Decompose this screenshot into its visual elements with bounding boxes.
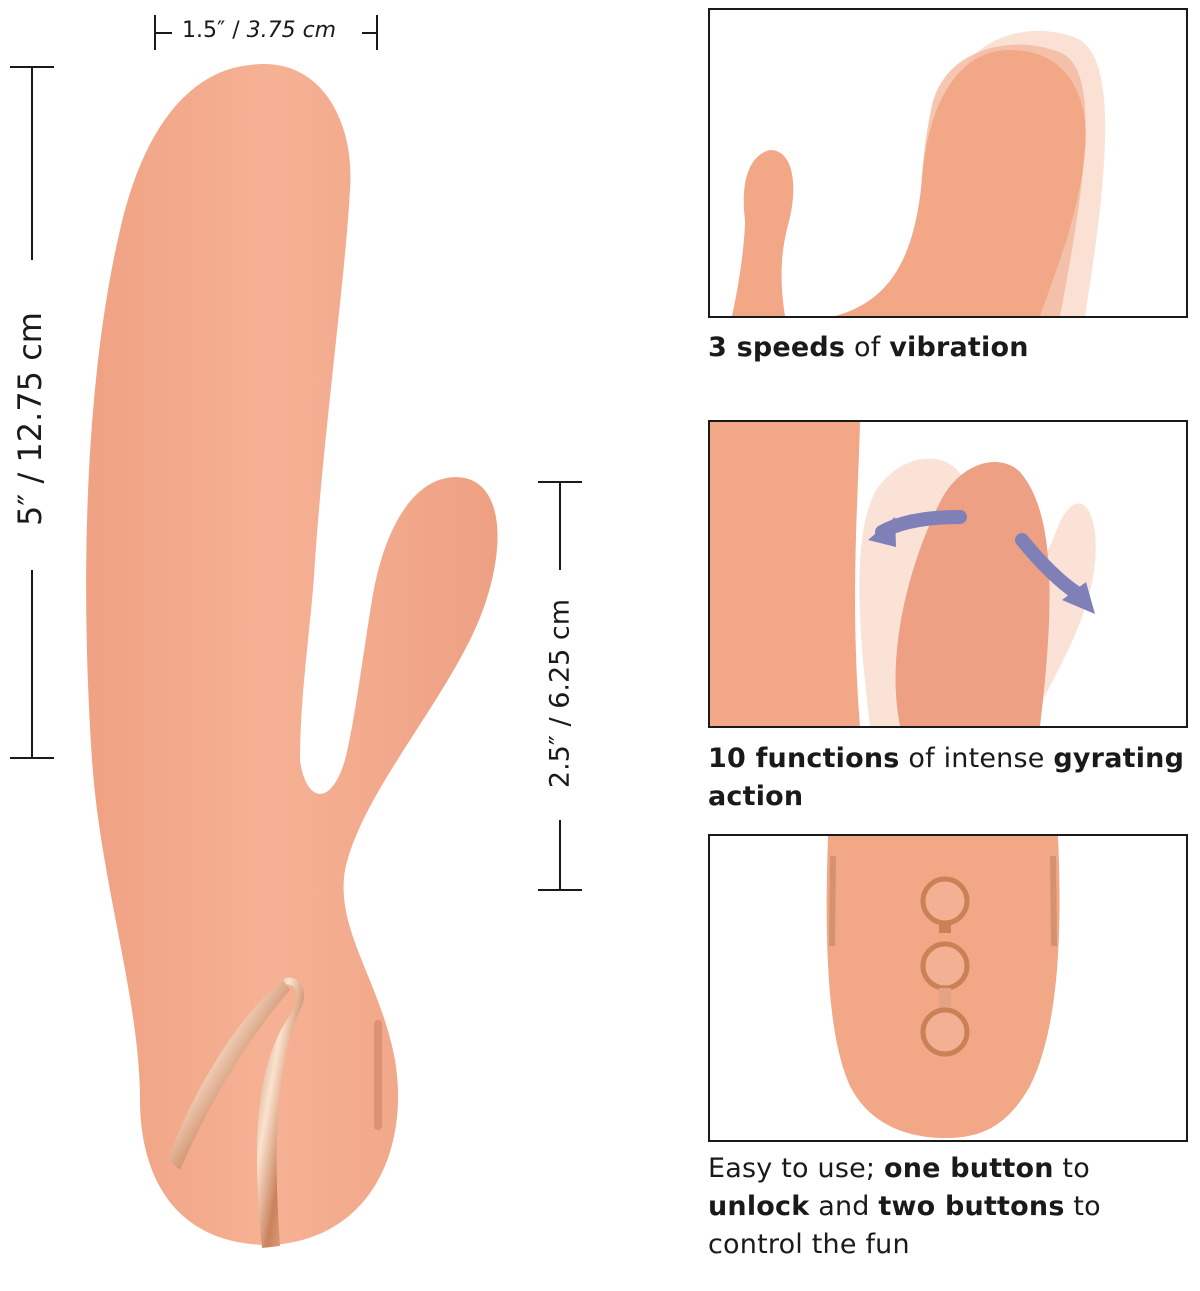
caption-text: and bbox=[809, 1191, 879, 1222]
width-metric: 3.75 cm bbox=[246, 18, 337, 43]
caption-bold-one-button: one button bbox=[884, 1153, 1054, 1184]
control-buttons bbox=[920, 876, 970, 1057]
vibration-caption: 3 speeds of vibration bbox=[708, 329, 1188, 367]
length-dimension-label: 5″ / 12.75 cm bbox=[11, 312, 49, 526]
gyrating-caption: 10 functions of intense gyrating action bbox=[708, 740, 1188, 816]
buttons-panel bbox=[708, 834, 1188, 1142]
caption-text: to bbox=[1053, 1153, 1090, 1184]
buttons-caption: Easy to use; one button to unlock and tw… bbox=[708, 1150, 1188, 1264]
product-illustration bbox=[10, 15, 582, 1248]
control-button-1 bbox=[920, 941, 970, 991]
gyrating-panel bbox=[708, 420, 1188, 728]
control-button-2 bbox=[920, 1007, 970, 1057]
caption-bold-vibration: vibration bbox=[889, 332, 1029, 363]
caption-text: Easy to use; bbox=[708, 1153, 884, 1184]
caption-text: of bbox=[845, 332, 890, 363]
caption-bold-two-buttons: two buttons bbox=[878, 1191, 1065, 1222]
caption-bold-unlock: unlock bbox=[708, 1191, 810, 1222]
gold-accent-left bbox=[168, 980, 290, 1170]
rotate-right-arrow bbox=[1015, 533, 1085, 601]
caption-bold-gyrating: gyrating action bbox=[708, 743, 1185, 812]
unlock-button bbox=[920, 876, 970, 926]
arm-dimension-label: 2.5″ / 6.25 cm bbox=[544, 598, 576, 789]
gold-accent bbox=[257, 977, 305, 1248]
caption-bold-functions: 10 functions bbox=[708, 743, 900, 774]
vibration-closeup bbox=[732, 30, 1106, 316]
gyrating-closeup bbox=[710, 422, 1096, 726]
vibrator-body bbox=[86, 63, 498, 1245]
side-buttons bbox=[374, 1020, 382, 1130]
caption-text: to control the fun bbox=[708, 1191, 1101, 1260]
width-imperial: 1.5″ / bbox=[182, 18, 247, 43]
width-dimension-label: 1.5″ / 3.75 cm bbox=[182, 18, 336, 43]
buttons-closeup bbox=[826, 836, 1060, 1138]
caption-text: of intense bbox=[899, 743, 1054, 774]
caption-bold-speeds: 3 speeds bbox=[708, 332, 846, 363]
vibration-panel bbox=[708, 8, 1188, 318]
